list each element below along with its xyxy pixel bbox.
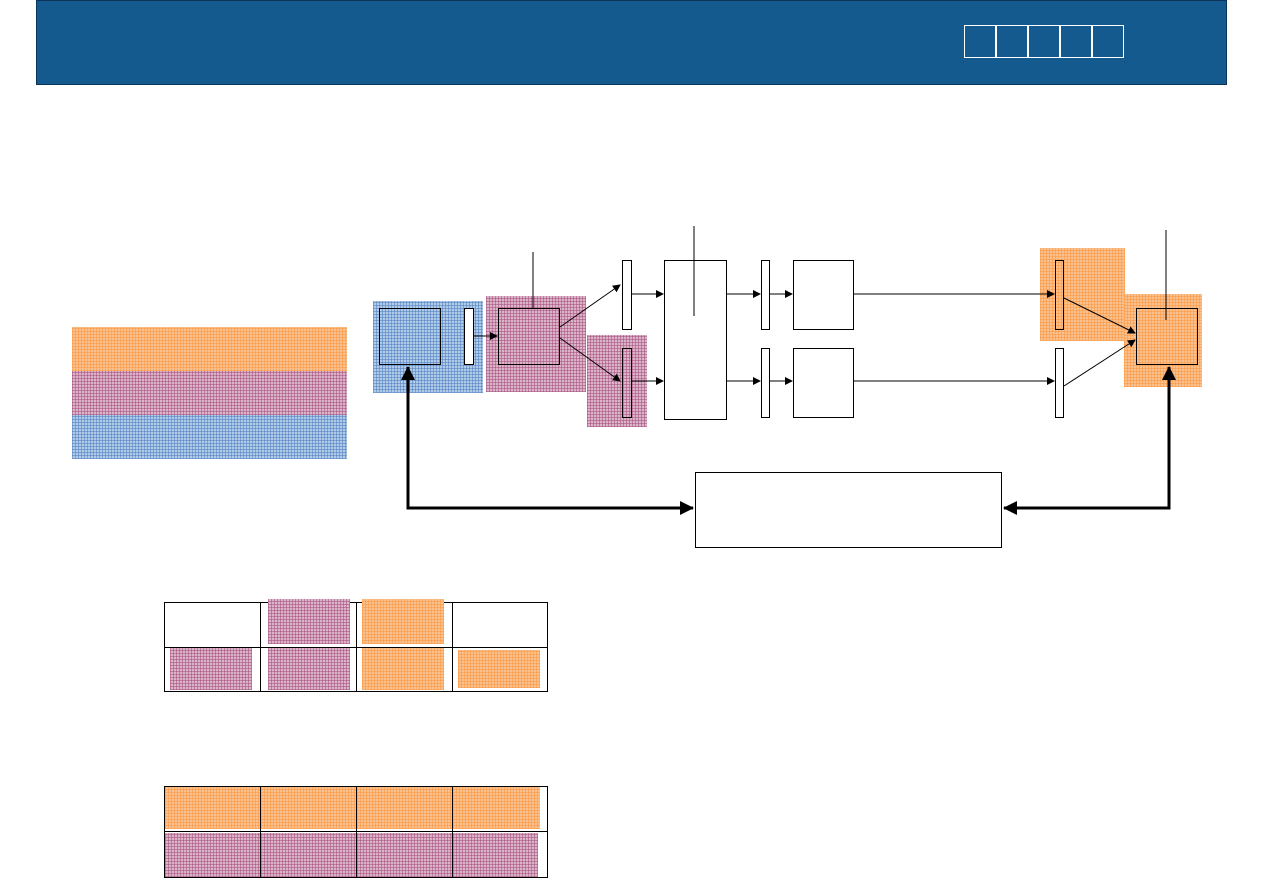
table-row — [165, 833, 538, 877]
source-node[interactable] — [379, 308, 441, 365]
processor-node-upper[interactable] — [793, 260, 854, 330]
nav-box-5[interactable] — [1092, 25, 1124, 58]
controller-box[interactable] — [695, 472, 1002, 548]
nav-box-1[interactable] — [964, 25, 996, 58]
table-row — [165, 787, 540, 829]
branch-port-upper[interactable] — [622, 260, 632, 330]
output-port-upper[interactable] — [761, 260, 770, 330]
legend-swatch-purple — [72, 371, 347, 415]
region-purple-splitter — [486, 296, 586, 392]
region-blue-source — [373, 301, 483, 393]
table-cell — [170, 648, 252, 690]
region-orange-sink — [1124, 294, 1202, 387]
output-port-lower[interactable] — [761, 348, 770, 418]
sink-port-lower[interactable] — [1055, 348, 1064, 418]
router-node[interactable] — [664, 260, 727, 420]
table-cell — [268, 599, 350, 644]
nav-box-2[interactable] — [996, 25, 1028, 58]
table-cell — [362, 648, 444, 690]
legend-swatch-orange — [72, 327, 347, 371]
legend-swatch-blue — [72, 415, 347, 459]
nav-box-3[interactable] — [1028, 25, 1060, 58]
table-cell — [362, 599, 444, 644]
processor-node-lower[interactable] — [793, 348, 854, 418]
branch-port-lower[interactable] — [622, 348, 632, 418]
table-cell — [458, 650, 540, 688]
source-port[interactable] — [464, 308, 474, 365]
splitter-node[interactable] — [498, 308, 560, 365]
sink-node[interactable] — [1136, 308, 1198, 365]
table-cell — [268, 648, 350, 690]
nav-box-4[interactable] — [1060, 25, 1092, 58]
sink-port-upper[interactable] — [1055, 260, 1064, 330]
